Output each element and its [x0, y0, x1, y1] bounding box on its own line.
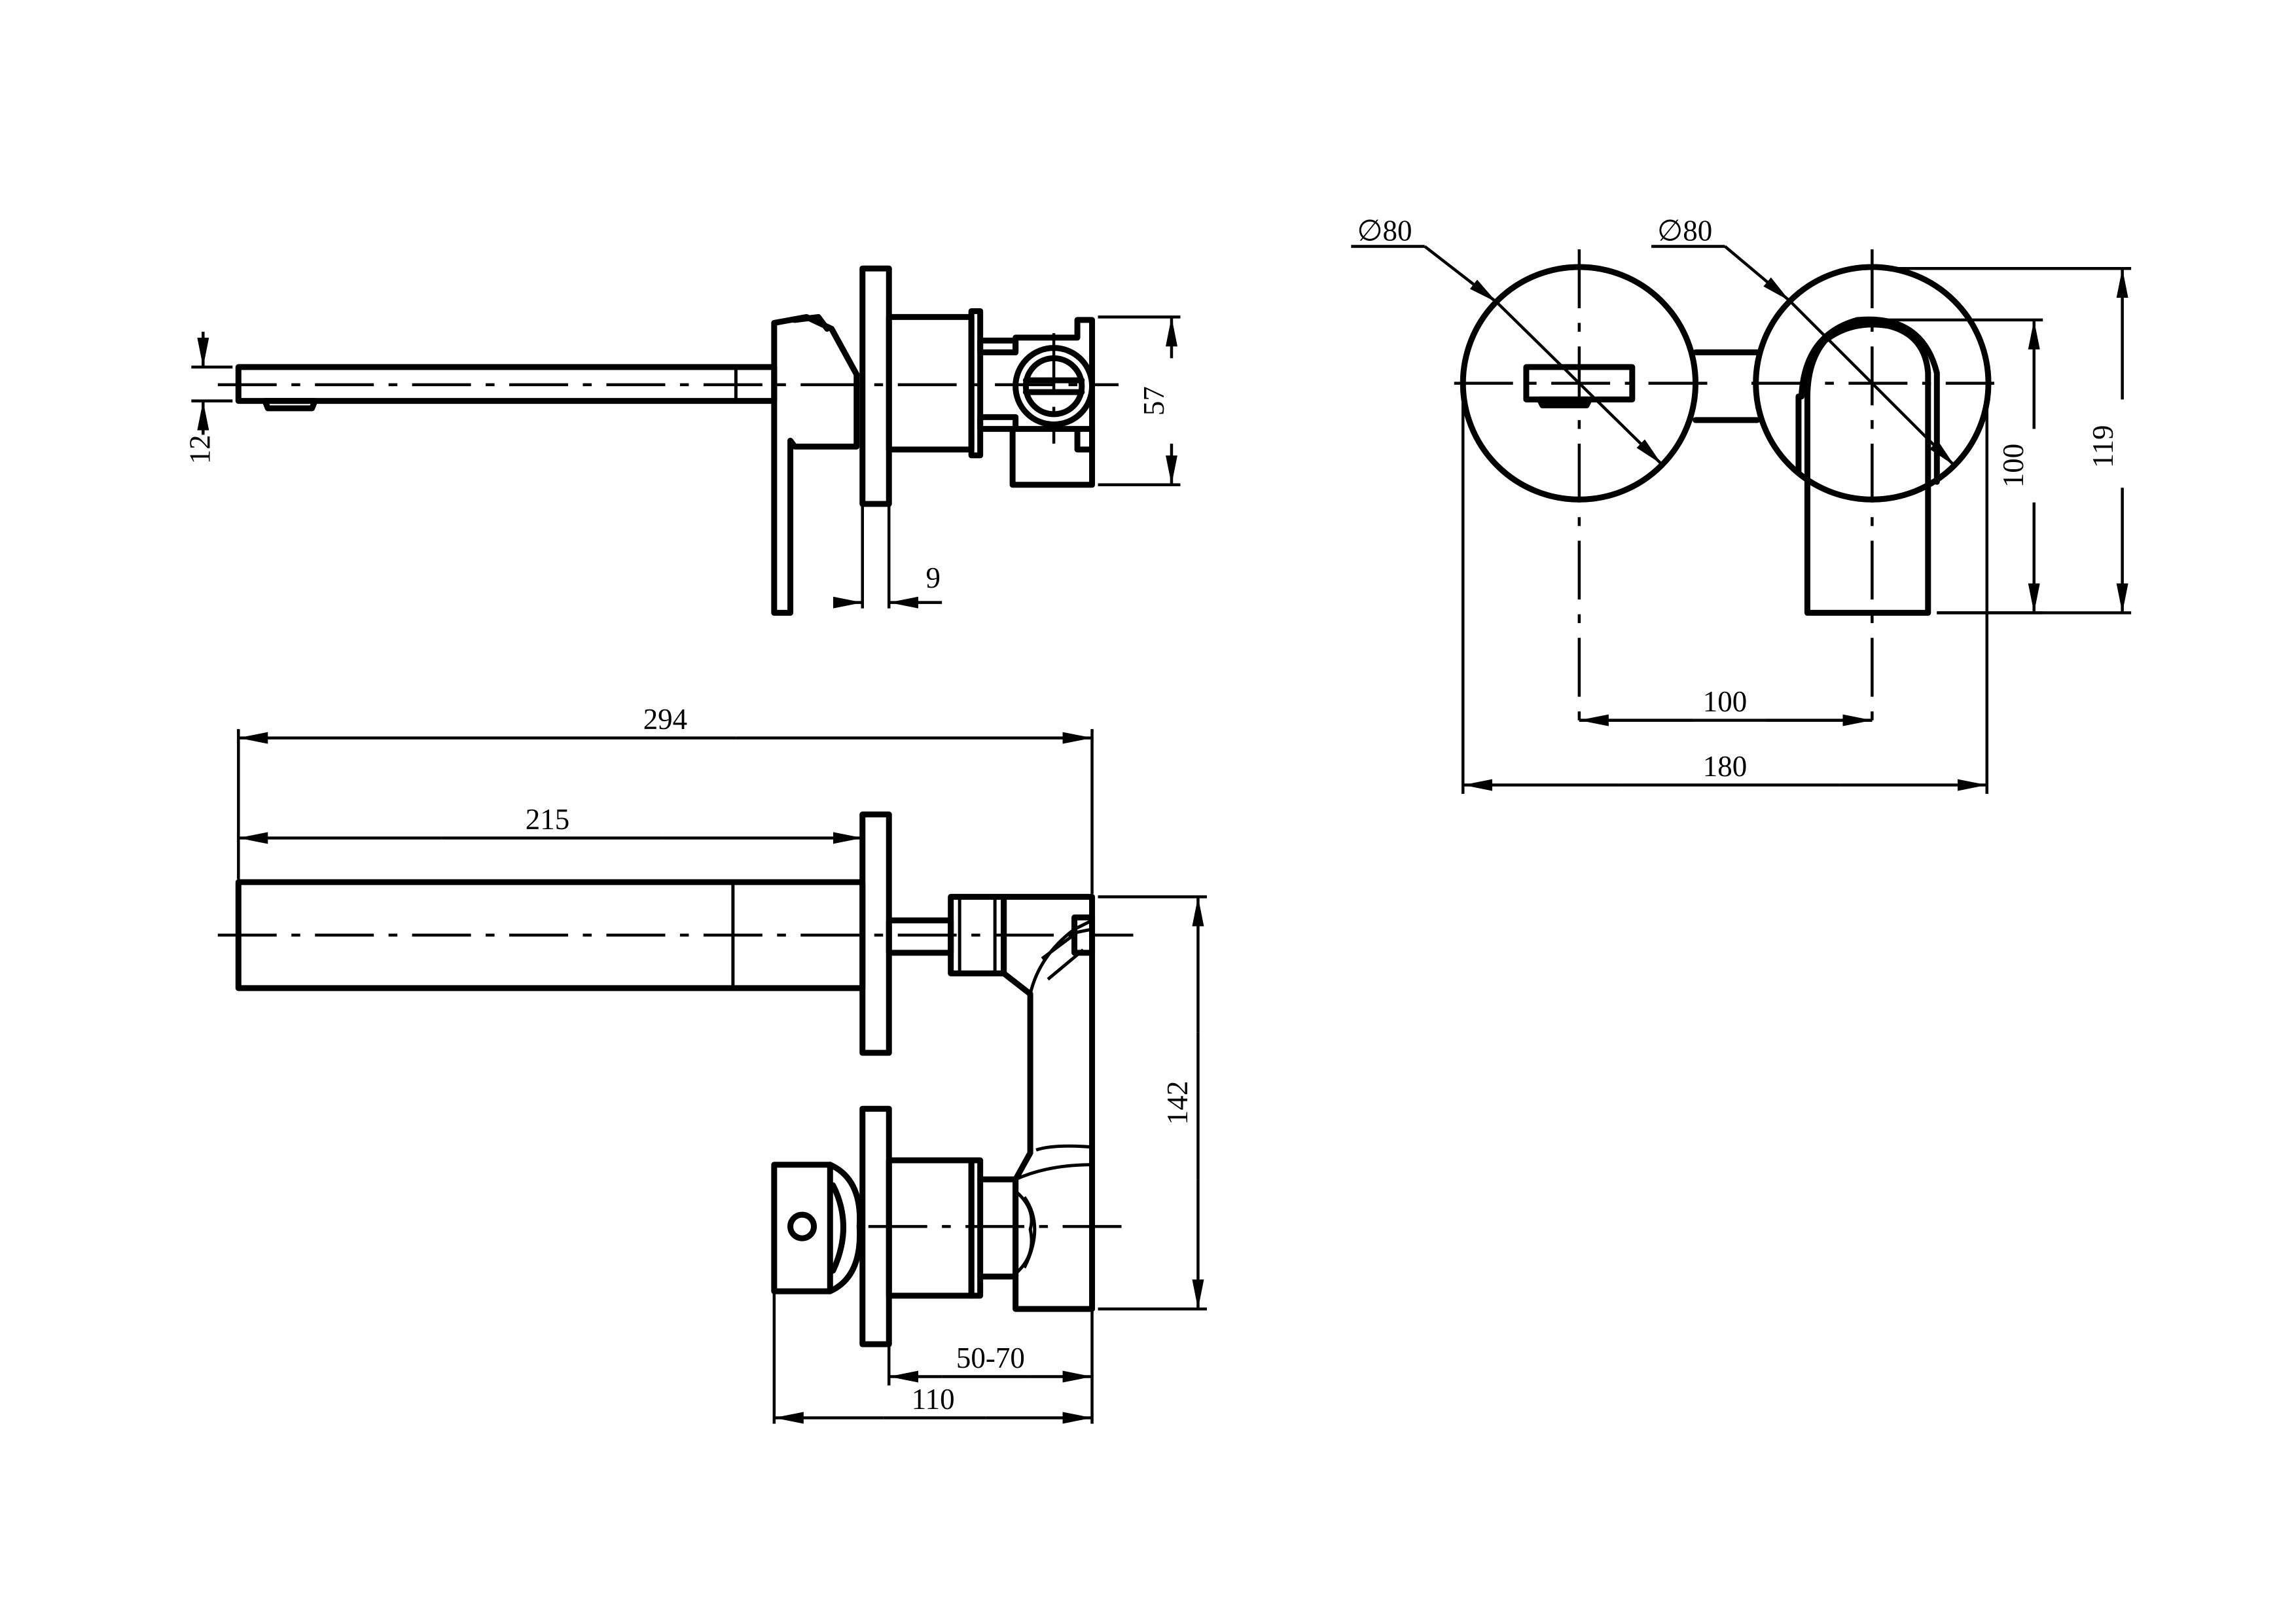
- handle-lever: [771, 313, 860, 616]
- dim-text-57: 57: [1138, 386, 1170, 416]
- dim-9: 9: [833, 504, 942, 609]
- dim-text-180: 180: [1703, 750, 1747, 783]
- dim-100-centers: 100: [1579, 685, 1873, 726]
- dim-text-110: 110: [912, 1383, 955, 1416]
- dim-294: 294: [237, 703, 1094, 894]
- handle-screw: [787, 1211, 817, 1241]
- dim-text-9: 9: [925, 562, 940, 594]
- dim-text-12: 12: [184, 435, 217, 464]
- aerator-outlet: [262, 398, 318, 412]
- dim-text-294: 294: [643, 703, 687, 736]
- dim-50-70: 50-70: [887, 1309, 1094, 1424]
- dim-dia-80-right: ∅80: [1651, 214, 1956, 467]
- dim-215: 215: [238, 803, 864, 844]
- dim-12: 12: [184, 331, 233, 464]
- dim-text-50-70: 50-70: [956, 1342, 1025, 1374]
- valve-housing-lower: [1009, 425, 1096, 488]
- side-view: 294 215 142 50-70: [217, 703, 1207, 1424]
- dim-dia-80-left: ∅80: [1351, 214, 1663, 465]
- dim-text-215: 215: [526, 803, 569, 836]
- dim-text-100-centers: 100: [1703, 685, 1747, 718]
- dim-text-142: 142: [1161, 1081, 1194, 1125]
- dim-57: 57: [1098, 315, 1181, 487]
- lever-handle-front: [1804, 321, 1931, 616]
- dim-142: 142: [1098, 895, 1207, 1311]
- dim-text-100-height: 100: [1997, 444, 2030, 488]
- dim-119: 119: [1884, 266, 2132, 615]
- dim-110: 110: [772, 1291, 1092, 1424]
- dim-100-height: 100: [1880, 318, 2043, 615]
- dim-text-dia-80-left: ∅80: [1357, 214, 1412, 247]
- front-view: ∅80 ∅80 100 180: [1351, 214, 2132, 794]
- top-view: 12 9 57: [184, 265, 1181, 616]
- dim-180: 180: [1461, 402, 1989, 794]
- handle-side: [771, 1162, 833, 1294]
- dim-text-dia-80-right: ∅80: [1657, 214, 1712, 247]
- dim-text-119: 119: [2087, 425, 2119, 468]
